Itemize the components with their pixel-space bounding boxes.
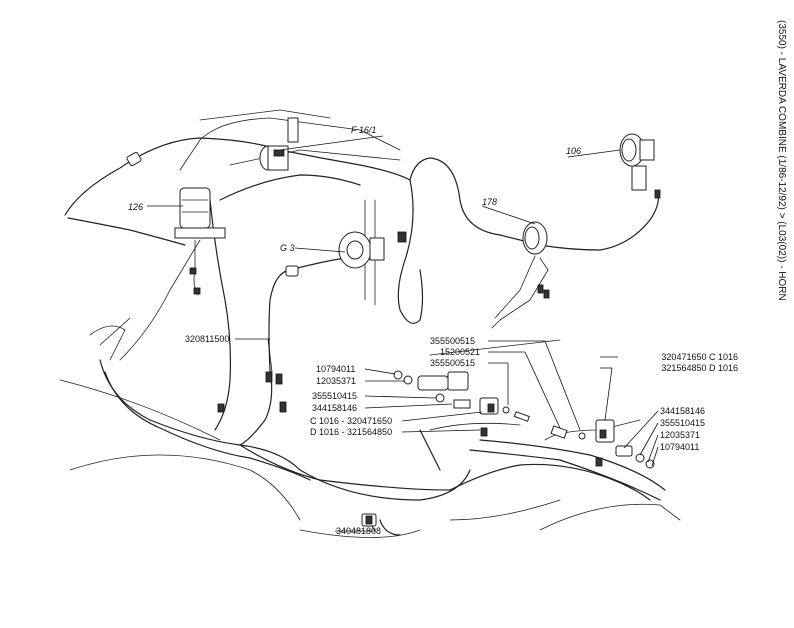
work-lamp-178	[491, 221, 550, 329]
label-320811500: 320811500	[185, 334, 229, 344]
label-12035371-left: 12035371	[316, 376, 356, 386]
label-344158146-left: 344158146	[312, 403, 357, 413]
left-relay-hardware	[393, 370, 530, 437]
label-15200521: 15200521	[440, 347, 480, 357]
label-d1016-left: D 1016 - 321564850	[310, 427, 392, 437]
label-12035371-right: 12035371	[660, 430, 700, 440]
label-106: 106	[566, 146, 581, 156]
beacon-lamp-126	[174, 187, 226, 296]
label-10794011-left: 10794011	[316, 364, 355, 374]
label-355510415-left: 355510415	[312, 391, 357, 401]
label-178: 178	[482, 197, 497, 207]
lead-connectors	[217, 265, 299, 413]
label-d1016-right: 321564850 D 1016	[661, 363, 738, 373]
label-355500515-a: 355500515	[430, 336, 475, 346]
bottom-connector	[361, 513, 377, 527]
label-355510415-right: 355510415	[660, 418, 705, 428]
label-g3: G 3	[280, 243, 295, 253]
chassis-structure	[59, 109, 681, 538]
page-title: (3550) - LAVERDA COMBINE (1/86-12/92) > …	[776, 20, 787, 301]
label-f16-1: F 16/1	[351, 125, 376, 135]
right-relay-hardware	[550, 419, 655, 469]
label-c1016-left: C 1016 - 320471650	[310, 416, 392, 426]
label-c1016-right: 320471650 C 1016	[661, 352, 738, 362]
horn-f16-1	[259, 117, 299, 171]
horn-g3	[338, 231, 407, 269]
leader-lines	[147, 135, 659, 532]
left-harness-connector	[126, 151, 142, 167]
callout-labels: F 16/1 106 126 178 G 3 320811500 3555005…	[128, 125, 738, 536]
label-10794011-right: 10794011	[660, 442, 699, 452]
label-126: 126	[128, 202, 143, 212]
label-355500515-b: 355500515	[430, 358, 475, 368]
label-344158146-right: 344158146	[660, 406, 705, 416]
label-340481808: 340481808	[336, 526, 381, 536]
wiring-harness	[64, 137, 666, 536]
lamp-106	[619, 133, 661, 199]
